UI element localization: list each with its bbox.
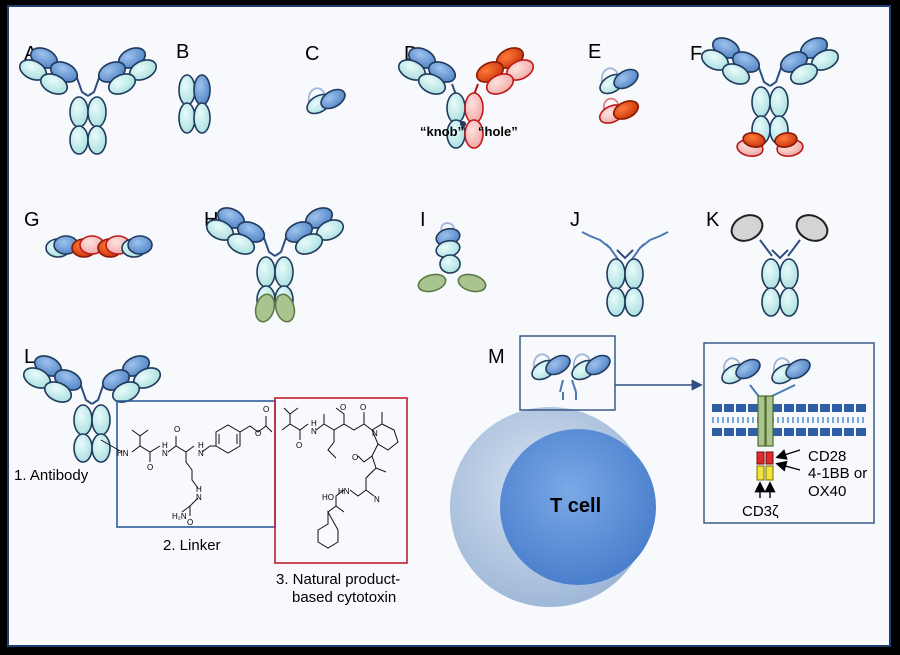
linker-label: 2. Linker	[163, 537, 221, 554]
panel-label-c: C	[305, 43, 319, 65]
panel-label-m: M	[488, 346, 505, 368]
chem-n3: N	[196, 493, 202, 502]
panel-label-i: I	[420, 209, 426, 231]
costim-arrow	[775, 460, 801, 472]
car-receptor-detail	[717, 354, 815, 481]
panel-label-b: B	[176, 41, 189, 63]
chem-o7: O	[352, 453, 358, 462]
knob-label: “knob”	[420, 124, 464, 139]
panel-label-f: F	[690, 43, 702, 65]
tandem-scfv-e	[595, 64, 643, 124]
panel-label-e: E	[588, 41, 601, 63]
chem-hn2: HN	[338, 487, 350, 496]
chem-h5: H	[311, 419, 317, 428]
fab-fusion-i	[417, 222, 487, 293]
chem-n7: N	[311, 427, 317, 436]
cytotoxin-structure	[281, 407, 399, 549]
chem-o4: O	[263, 405, 269, 414]
cd3z-label: CD3ζ	[742, 503, 779, 520]
chem-o6: O	[340, 403, 346, 412]
chem-o8: O	[360, 403, 366, 412]
cd28-arrow	[775, 449, 801, 460]
panel-label-k: K	[706, 209, 720, 231]
fc-fusion-protein-k	[730, 214, 829, 317]
chem-h3: H	[196, 485, 202, 494]
zoom-region-box	[519, 335, 616, 411]
chem-o3: O	[255, 429, 261, 438]
diabody-chain-g	[45, 235, 153, 258]
cd28-label: CD28	[808, 448, 846, 465]
chem-o9: O	[296, 441, 302, 450]
hole-label: “hole”	[478, 124, 518, 139]
costim-label-line1: 4-1BB or	[808, 465, 867, 482]
chem-o2: O	[174, 425, 180, 434]
antibody-label: 1. Antibody	[14, 467, 89, 484]
chem-n6: N	[372, 429, 378, 438]
car-detail-box	[703, 342, 875, 524]
chem-h2: H	[198, 441, 204, 450]
chem-n5: N	[374, 495, 380, 504]
car-receptor-small	[527, 350, 615, 400]
bispecific-knob-hole-d	[397, 47, 535, 149]
chem-o1: O	[147, 463, 153, 472]
antibody-fusion-h	[202, 202, 348, 323]
panel-label-g: G	[24, 209, 40, 231]
peptide-fc-fusion-j	[581, 231, 669, 317]
chem-hn: HN	[117, 449, 129, 458]
fab-fragment-b	[178, 74, 211, 134]
lipid-bilayer	[712, 404, 866, 436]
chem-h2n: H₂N	[172, 512, 187, 521]
chem-h1: H	[162, 441, 168, 450]
t-cell-nucleus	[500, 429, 656, 585]
cytotoxin-label-line1: 3. Natural product-	[276, 571, 400, 588]
chem-n1: N	[162, 449, 168, 458]
cytotoxin-box	[274, 397, 408, 564]
chem-n2: N	[198, 449, 204, 458]
panel-label-j: J	[570, 209, 580, 231]
panel-label-l: L	[24, 346, 35, 368]
chem-o5: O	[187, 518, 193, 527]
igg-scfv-fusion-f	[697, 32, 843, 157]
chem-ho: HO	[322, 493, 334, 502]
linker-structure	[100, 416, 273, 516]
t-cell-label: T cell	[550, 495, 601, 517]
cytotoxin-label-line2: based cytotoxin	[292, 589, 396, 606]
costim-label-line2: OX40	[808, 483, 846, 500]
